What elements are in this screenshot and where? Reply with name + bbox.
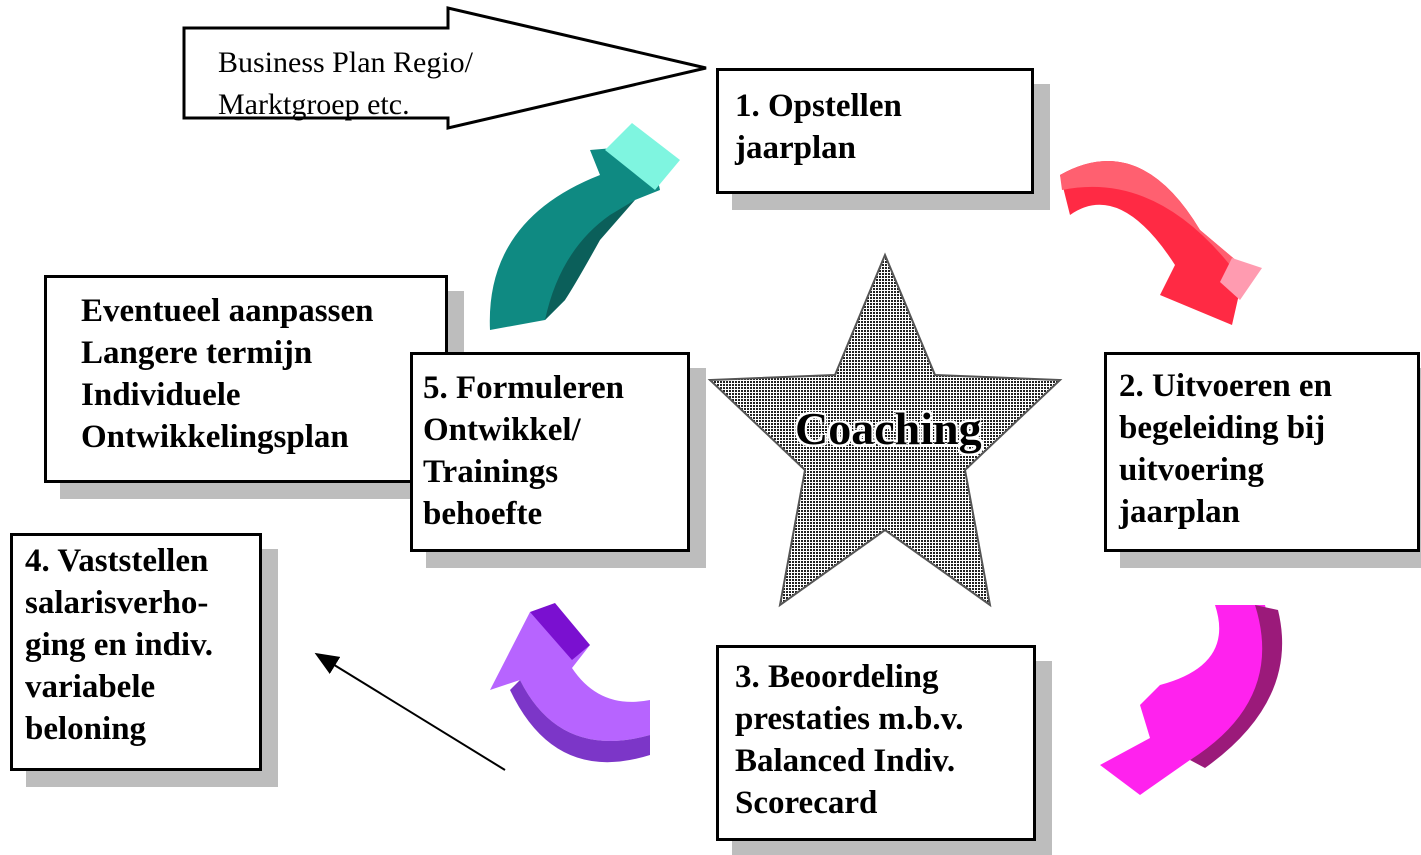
step4-line: ging en indiv.: [25, 627, 213, 663]
arrow-step2-to-step3: [1100, 605, 1283, 795]
step4-line: salarisverho-: [25, 585, 209, 621]
step3-line: Scorecard: [735, 785, 878, 821]
note-line: Eventueel aanpassen: [81, 293, 374, 329]
coaching-label: Coaching: [795, 403, 982, 454]
step4-line: beloning: [25, 711, 147, 747]
input-arrow: [182, 6, 707, 130]
step2-line: uitvoering: [1119, 452, 1264, 488]
step2-line: begeleiding bij: [1119, 410, 1326, 446]
input-line: Marktgroep etc.: [218, 88, 410, 121]
arrow-step5-to-step1: [489, 123, 680, 330]
step3-line: prestaties m.b.v.: [735, 701, 964, 737]
arrow-to-step4: [314, 652, 506, 771]
input-line: Business Plan Regio/: [218, 46, 474, 79]
step3-line: Balanced Indiv.: [735, 743, 956, 779]
step3-box: 3. Beoordeling prestaties m.b.v. Balance…: [716, 645, 1036, 841]
step4-line: 4. Vaststellen: [25, 543, 209, 579]
step1-line: 1. Opstellen: [735, 88, 902, 124]
step5-box: 5. Formuleren Ontwikkel/ Trainings behoe…: [410, 352, 690, 552]
note-line: Individuele: [81, 377, 241, 413]
arrow-step3-to-step5: [490, 603, 650, 763]
arrow-step1-to-step2: [1060, 161, 1262, 325]
step1-box: 1. Opstellen jaarplan: [716, 68, 1034, 194]
step1-line: jaarplan: [735, 130, 857, 166]
coaching-star: [707, 252, 1063, 608]
development-plan-note: Eventueel aanpassen Langere termijn Indi…: [44, 275, 448, 483]
step5-line: 5. Formuleren: [423, 370, 625, 406]
step5-line: behoefte: [423, 496, 543, 532]
step4-line: variabele: [25, 669, 156, 705]
note-line: Ontwikkelingsplan: [81, 419, 349, 455]
step3-line: 3. Beoordeling: [735, 659, 939, 695]
step5-line: Trainings: [423, 454, 559, 490]
note-line: Langere termijn: [81, 335, 313, 371]
input-business-plan-label: Business Plan Regio/ Marktgroep etc.: [218, 42, 473, 126]
step2-box: 2. Uitvoeren en begeleiding bij uitvoeri…: [1104, 352, 1420, 552]
step2-line: 2. Uitvoeren en: [1119, 368, 1332, 404]
step5-line: Ontwikkel/: [423, 412, 581, 448]
step4-box: 4. Vaststellen salarisverho- ging en ind…: [10, 533, 262, 771]
step2-line: jaarplan: [1119, 494, 1241, 530]
